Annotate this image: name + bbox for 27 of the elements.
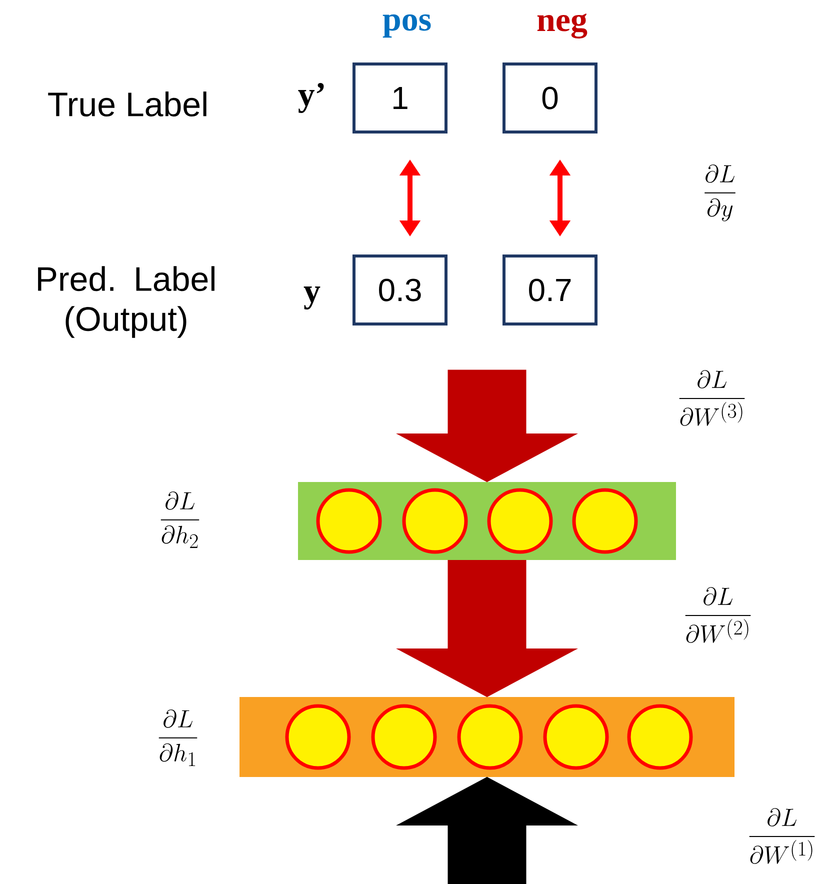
column-heading: pos (382, 14, 431, 38)
column-heading: neg (537, 14, 588, 38)
block-arrow (396, 776, 578, 884)
neuron-circle (487, 488, 553, 554)
derivative-formula: $\frac{\partial L}{\partial h_1}$ (158, 710, 198, 766)
value-box: 1 (352, 62, 448, 134)
neuron-circle (457, 704, 523, 770)
derivative-formula: $\frac{\partial L}{\partial W^{(2)}}$ (685, 587, 751, 643)
derivative-formula: $\frac{\partial L}{\partial h_2}$ (160, 492, 200, 548)
derivative-formula: $\frac{\partial L}{\partial W^{(3)}}$ (679, 370, 745, 426)
neuron-circle (285, 704, 351, 770)
value-box: 0.3 (352, 254, 448, 326)
neuron-circle (543, 704, 609, 770)
neuron-circle (572, 488, 638, 554)
row-label: True Label (48, 92, 206, 116)
value-box: 0.7 (502, 254, 598, 326)
derivative-formula: $\frac{\partial L}{\partial y}$ (704, 164, 736, 222)
variable-label: y (304, 286, 320, 310)
neuron-circle (627, 704, 693, 770)
neuron-circle (402, 488, 468, 554)
neuron-circle (316, 488, 382, 554)
value-box: 0 (502, 62, 598, 134)
derivative-formula: $\frac{\partial L}{\partial W^{(1)}}$ (749, 808, 815, 864)
block-arrow (396, 370, 578, 482)
block-arrow (396, 560, 578, 698)
neuron-circle (371, 704, 437, 770)
row-label: Pred. Label (Output) (38, 266, 214, 338)
